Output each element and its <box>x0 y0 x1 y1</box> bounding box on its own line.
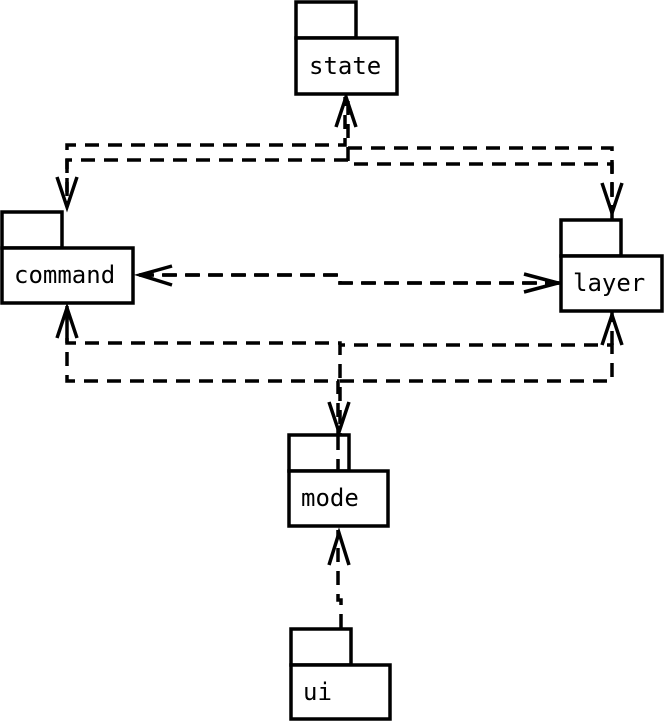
package-tab <box>559 218 623 258</box>
arrowhead-into-layer-top <box>600 182 624 219</box>
package-tab <box>0 210 64 250</box>
edge-mode-command <box>65 306 342 470</box>
edge-state-command <box>65 158 348 205</box>
package-mode[interactable]: mode <box>287 433 390 528</box>
edge-mode-layer <box>340 343 614 383</box>
package-tab <box>294 0 358 40</box>
package-body <box>559 254 664 313</box>
arrowhead-into-command-side <box>133 264 173 287</box>
package-tab <box>289 627 353 667</box>
arrowhead-into-mode-bottom <box>327 527 351 566</box>
package-body <box>294 36 399 96</box>
package-ui[interactable]: ui <box>289 627 392 721</box>
package-label-state: state <box>309 52 381 80</box>
package-label-ui: ui <box>303 678 332 706</box>
arrowhead-into-layer-bottom <box>600 309 624 346</box>
package-layer[interactable]: layer <box>559 218 664 313</box>
package-label-layer: layer <box>573 269 645 297</box>
dependency-edges <box>65 97 614 628</box>
edge-command-mode <box>65 306 340 435</box>
package-label-mode: mode <box>301 484 359 512</box>
package-body <box>287 469 390 528</box>
edge-command-state <box>65 97 347 196</box>
arrowhead-into-mode-top <box>327 401 351 438</box>
arrowheads <box>55 91 624 566</box>
package-body <box>0 246 135 305</box>
package-body <box>289 663 392 721</box>
edge-state-layer <box>348 146 614 212</box>
arrowhead-into-command-top <box>55 176 79 213</box>
package-state[interactable]: state <box>294 0 399 96</box>
arrowhead-into-layer-side <box>523 272 565 294</box>
edge-ui-mode <box>336 530 343 628</box>
package-tab <box>287 433 351 473</box>
edge-layer-state <box>346 97 614 219</box>
package-command[interactable]: command <box>0 210 135 305</box>
arrowhead-into-command-bottom <box>55 302 79 339</box>
arrowhead-into-state <box>334 91 358 128</box>
edge-command-layer <box>139 273 560 285</box>
package-label-command: command <box>14 261 115 289</box>
